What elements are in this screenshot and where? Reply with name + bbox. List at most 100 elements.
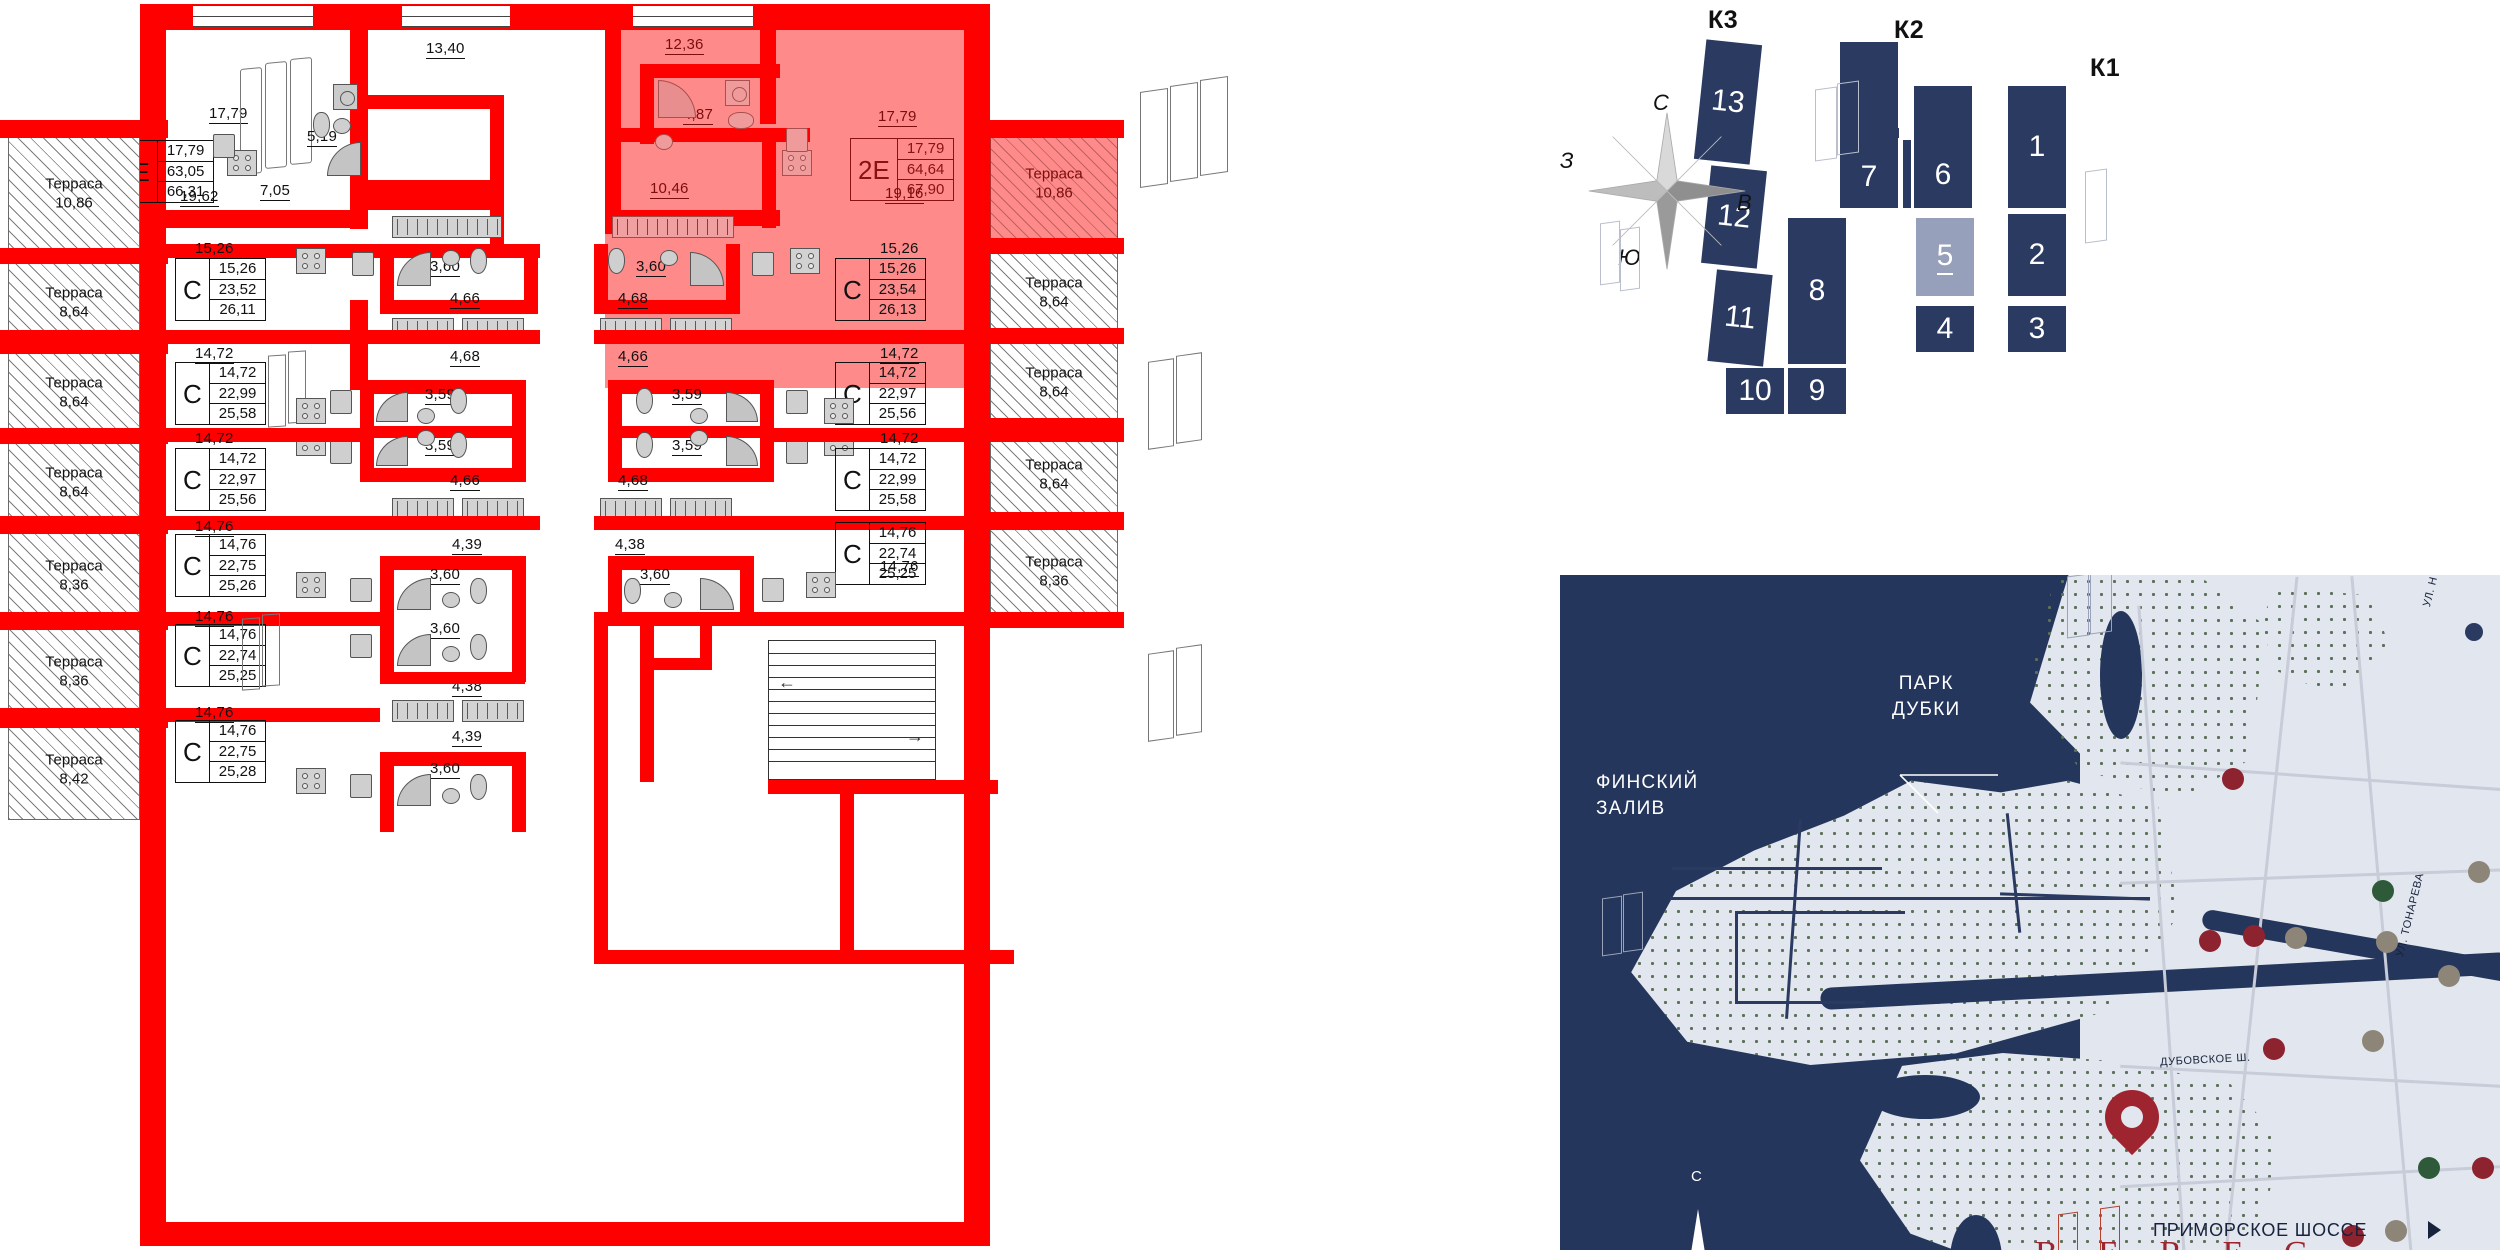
wall-3e-bot <box>140 210 368 228</box>
dim-1476-l3: 14,76 <box>195 704 234 723</box>
apartment-badge-c-3[interactable]: C 14,72 22,99 25,58 <box>175 362 267 426</box>
core-wall-left <box>594 612 608 962</box>
building-block-diagram[interactable]: К3 К2 К1 13 12 11 10 9 8 7 6 5 <box>1560 0 2500 575</box>
studio-wall-r2-l <box>0 330 540 344</box>
building-block-number: 1 <box>2028 130 2046 163</box>
map-plot-dot-navy-1 <box>2465 623 2483 641</box>
terrace-word: Терраса <box>45 653 103 671</box>
building-block-5[interactable]: 5 <box>1916 218 1974 296</box>
building-block-1[interactable]: 1 <box>2008 86 2066 208</box>
floor-plan[interactable]: 13,40 17,79 3E 17,79 63,05 66,31 19,62 5… <box>0 0 1560 1250</box>
studio-wall-r3-l <box>0 428 360 442</box>
apartment-room-area-c: 14,72 <box>869 363 926 384</box>
map-ghost-building-2 <box>2090 575 2112 635</box>
terrace-area: 8,64 <box>1039 475 1069 492</box>
apartment-total-area-3e: 66,31 <box>166 183 205 201</box>
apartment-badge-c-1[interactable]: C 15,26 23,52 26,11 <box>175 258 267 322</box>
map-water-inlet-1 <box>2100 611 2142 739</box>
dim-1236: 12,36 <box>665 36 704 55</box>
stove-3 <box>296 248 326 274</box>
apartment-total-area-c: 25,25 <box>878 565 917 583</box>
terrace-divider-l-2 <box>0 248 168 264</box>
terrace-left-5: Терраса 8,36 <box>8 528 140 624</box>
map-plot-dot-red-1 <box>2222 768 2244 790</box>
terrace-right-5: Терраса 8,36 <box>990 522 1118 622</box>
building-block-7[interactable]: 7 <box>1840 42 1898 208</box>
apartment-badge-c-5[interactable]: C 14,72 22,97 25,56 <box>175 448 267 512</box>
apartment-badge-c-2[interactable]: C 15,26 23,54 26,13 <box>835 258 927 322</box>
stove-5 <box>296 398 326 424</box>
terrace-left-7: Терраса 8,42 <box>8 720 140 820</box>
apartment-living-area-3e: 63,05 <box>157 162 214 183</box>
apartment-living-area-c: 22,74 <box>869 544 926 565</box>
map-ghost-building-4 <box>1623 891 1643 953</box>
building-block-number: 3 <box>2028 312 2046 345</box>
terrace-word: Терраса <box>45 464 103 482</box>
map-plot-dot-grey-6 <box>2385 1220 2407 1242</box>
basin-fixture-10 <box>664 592 682 608</box>
building-block-8[interactable]: 8 <box>1788 218 1846 364</box>
basin-fixture-11 <box>442 646 460 662</box>
toilet-fixture-11 <box>470 634 487 660</box>
studio-wall-r3-r <box>774 428 1124 442</box>
apartment-badge-2e[interactable]: 2E 17,79 64,64 67,90 <box>850 138 955 202</box>
centerbath-l-2 <box>360 380 525 394</box>
building-block-11[interactable]: 11 <box>1707 269 1773 367</box>
centerbath-r-4 <box>608 468 773 482</box>
shower-fixture-5 <box>376 392 408 422</box>
map-trail-1 <box>1670 897 2150 900</box>
apartment-badge-c-10[interactable]: C 14,76 22,75 25,28 <box>175 720 267 784</box>
terrace-left-3: Терраса 8,64 <box>8 348 140 438</box>
map-ghost-building-6 <box>2100 1205 2120 1250</box>
apartment-room-area-2e: 17,79 <box>897 139 954 160</box>
basin-fixture-8 <box>690 430 708 446</box>
washer-fixture-2 <box>725 80 750 106</box>
centerbath-r-5 <box>760 380 774 482</box>
apartment-badge-c-8[interactable]: C 14,76 22,74 25,25 <box>835 522 927 586</box>
shower-fixture-6 <box>376 436 408 466</box>
building-block-3[interactable]: 3 <box>2008 306 2066 352</box>
balcony-railing-right-1 <box>612 216 734 238</box>
apartment-room-area-c: 14,76 <box>209 721 266 742</box>
apartment-room-area-c: 14,72 <box>209 363 266 384</box>
studio-wall-r6-l <box>0 708 380 722</box>
terrace-label: Терраса 8,64 <box>991 364 1117 402</box>
toilet-fixture-1 <box>313 112 330 138</box>
compass-south-label: Ю <box>1618 245 1641 270</box>
bathwall-r5-l5 <box>512 618 526 682</box>
dim-439-a: 4,39 <box>452 536 482 555</box>
apartment-room-area-c: 14,76 <box>209 625 266 646</box>
apartment-room-area-c: 14,72 <box>869 449 926 470</box>
building-block-10[interactable]: 10 <box>1726 368 1784 414</box>
stove-2 <box>782 150 812 176</box>
ghost-balcony-6 <box>1148 650 1174 742</box>
terrace-area: 8,42 <box>59 770 89 787</box>
balcony-railing-right-5 <box>670 498 732 520</box>
terrace-area: 8,64 <box>59 303 89 320</box>
apartment-badge-c-7[interactable]: C 14,76 22,75 25,26 <box>175 534 267 598</box>
bathwall-r1-r3 <box>726 244 740 314</box>
map-ghost-building-3 <box>1602 895 1622 957</box>
sink-4 <box>752 252 774 276</box>
building-block-9[interactable]: 9 <box>1788 368 1846 414</box>
location-map[interactable]: ПАРК ДУБКИ ФИНСКИЙ ЗАЛИВ ДУБОВСКОЕ Ш. УЛ… <box>1560 575 2500 1250</box>
map-compass-rose <box>1691 1209 1705 1250</box>
building-block-number: 6 <box>1934 158 1952 191</box>
basin-fixture-2 <box>655 134 673 150</box>
building-block-6[interactable]: 6 <box>1914 86 1972 208</box>
bathwall-r5-l4 <box>380 618 394 682</box>
shower-fixture-7 <box>726 392 758 422</box>
building-block-2[interactable]: 2 <box>2008 214 2066 296</box>
toilet-fixture-2 <box>728 112 754 129</box>
terrace-divider-r-1 <box>964 120 1124 138</box>
building-block-4[interactable]: 4 <box>1916 306 1974 352</box>
building-block-number: 2 <box>2028 238 2046 271</box>
wall-bath-l-2 <box>350 95 504 109</box>
centerbath-l-4 <box>360 468 525 482</box>
terrace-divider-l-1 <box>0 120 168 138</box>
exterior-wall-bottom <box>140 1222 990 1246</box>
apartment-badge-c-9[interactable]: C 14,76 22,74 25,25 <box>175 624 267 688</box>
apartment-living-area-c: 22,99 <box>869 470 926 491</box>
apartment-room-area-3e: 17,79 <box>157 141 214 162</box>
apartment-badge-c-6[interactable]: C 14,72 22,99 25,58 <box>835 448 927 512</box>
